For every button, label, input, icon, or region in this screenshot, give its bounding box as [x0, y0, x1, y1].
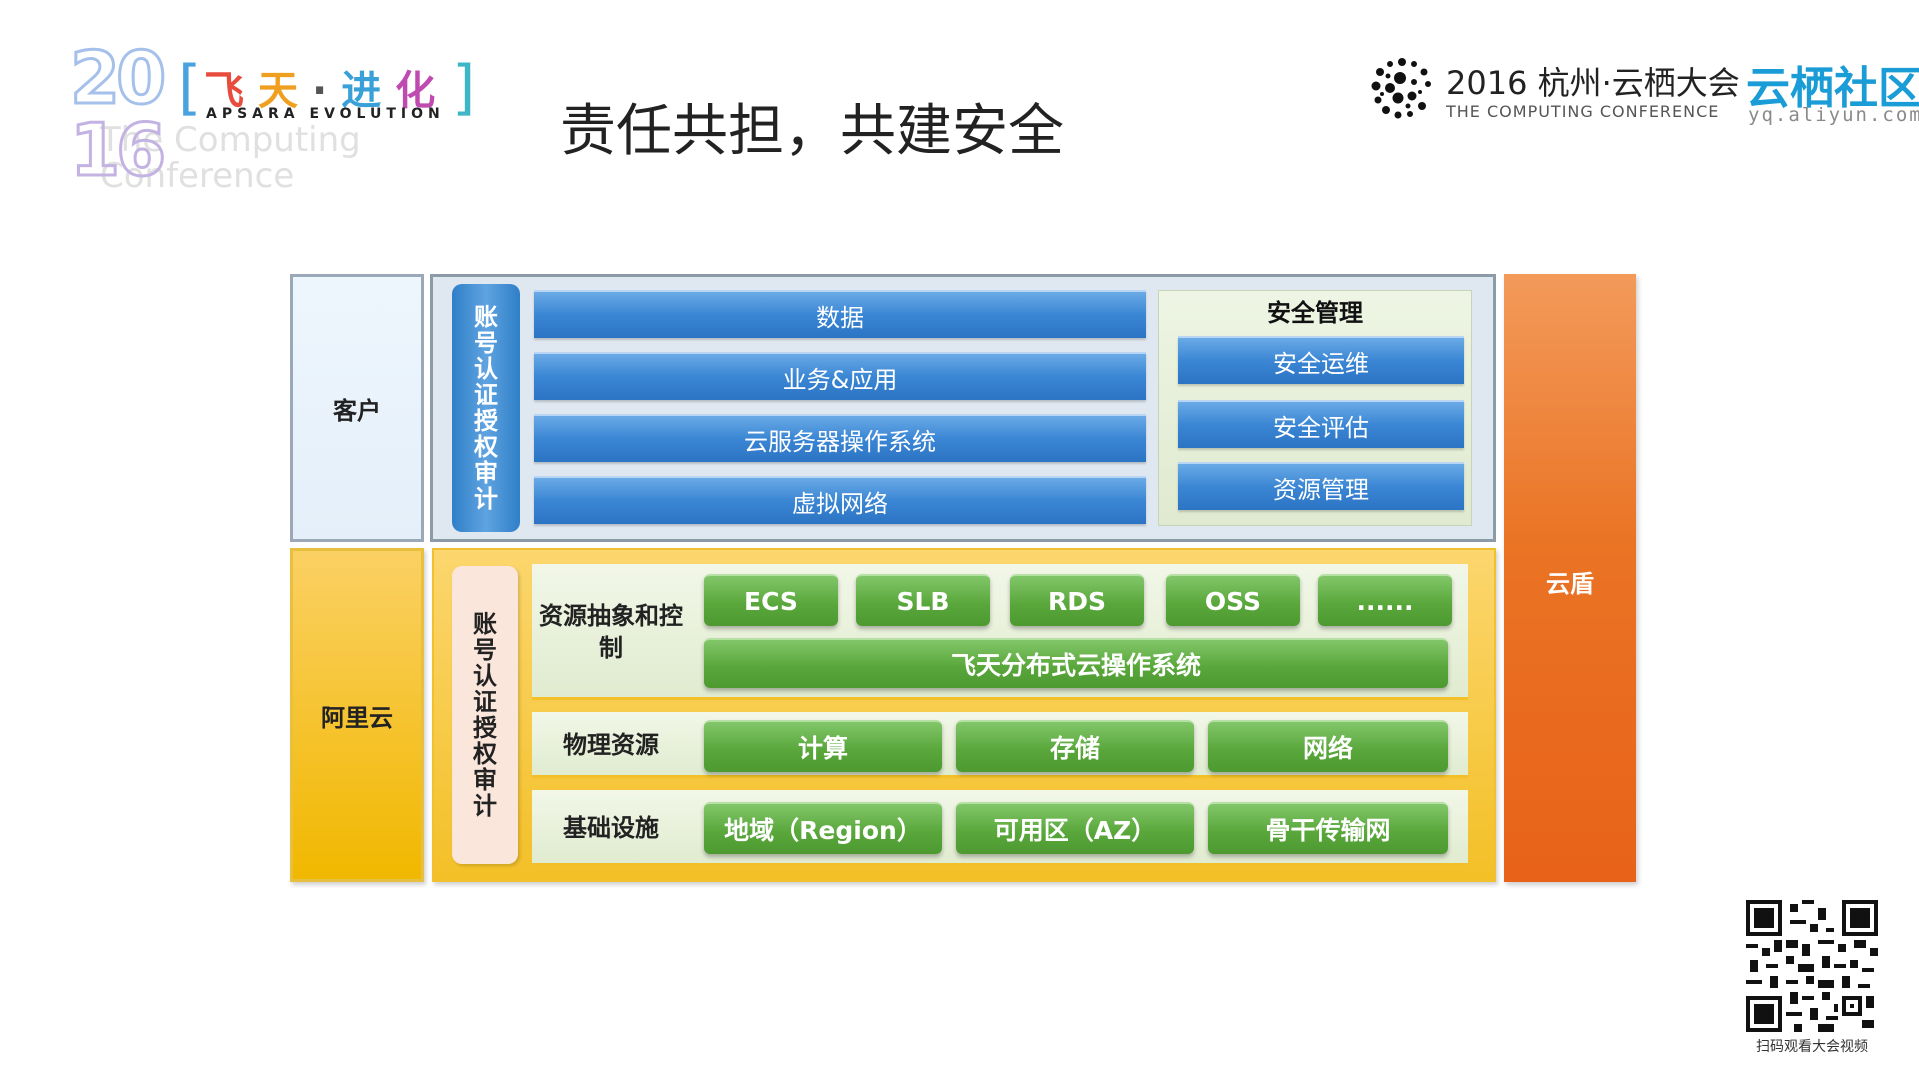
logo-title-char: 飞 — [204, 68, 258, 114]
customer-layer-data: 数据 — [534, 290, 1146, 338]
auth-char: 计 — [473, 792, 497, 820]
auth-char: 证 — [474, 381, 498, 409]
dots-logo-icon — [1371, 58, 1431, 119]
aliyun-box: 阿里云 — [290, 548, 424, 882]
conference-english-name: THE COMPUTING CONFERENCE — [1446, 102, 1720, 121]
auth-char: 权 — [474, 433, 498, 461]
auth-char: 账 — [474, 303, 498, 331]
security-item-resources: 资源管理 — [1178, 462, 1464, 510]
infra-region: 地域（Region） — [704, 802, 942, 854]
security-item-assessment: 安全评估 — [1178, 400, 1464, 448]
auth-char: 认 — [473, 662, 497, 690]
service-ecs: ECS — [704, 574, 838, 626]
infra-availability-zone: 可用区（AZ） — [956, 802, 1194, 854]
logo-title-char: · — [312, 68, 342, 114]
event-logo: The Computing Conference 20 16 [ 飞天·进化 ]… — [68, 36, 490, 200]
logo-ghost-text-2: Conference — [100, 156, 295, 196]
conference-logo: 2016 杭州·云栖大会 THE COMPUTING CONFERENCE 云栖… — [1370, 52, 1919, 132]
auth-char: 审 — [473, 766, 497, 794]
auth-char: 授 — [473, 714, 497, 742]
page-title: 责任共担，共建安全 — [560, 99, 1064, 164]
qr-code-icon — [1746, 900, 1878, 1032]
qr-caption: 扫码观看大会视频 — [1756, 1039, 1868, 1055]
auth-char: 计 — [474, 485, 498, 513]
auth-char: 号 — [473, 636, 497, 664]
security-item-ops: 安全运维 — [1178, 336, 1464, 384]
logo-bracket-left: [ — [178, 53, 202, 123]
logo-title-char: 进 — [341, 68, 396, 114]
service-rds: RDS — [1010, 574, 1144, 626]
logo-title-char: 化 — [395, 68, 450, 114]
infrastructure-label: 基础设施 — [563, 814, 659, 842]
conference-name: 2016 杭州·云栖大会 — [1446, 64, 1740, 102]
infra-backbone: 骨干传输网 — [1208, 802, 1448, 854]
auth-char: 证 — [473, 688, 497, 716]
logo-year-bottom: 16 — [68, 108, 167, 192]
aliyun-label: 阿里云 — [321, 703, 393, 732]
resource-abstraction-label: 资源抽象和控制 — [539, 602, 683, 662]
physical-network: 网络 — [1208, 720, 1448, 772]
brand-url: yq.aliyun.com — [1748, 104, 1919, 126]
customer-layer-network: 虚拟网络 — [534, 476, 1146, 524]
customer-label: 客户 — [333, 396, 381, 425]
aliyun-auth-audit-column: 账 号 认 证 授 权 审 计 — [452, 566, 518, 864]
apsara-os-bar: 飞天分布式云操作系统 — [704, 638, 1448, 688]
auth-char: 账 — [473, 610, 497, 638]
customer-layer-apps: 业务&应用 — [534, 352, 1146, 400]
logo-bracket-right: ] — [452, 53, 476, 123]
customer-layer-os: 云服务器操作系统 — [534, 414, 1146, 462]
logo-title: 飞天·进化 — [204, 58, 449, 116]
logo-ghost-text-1: The Computing — [100, 120, 361, 160]
physical-compute: 计算 — [704, 720, 942, 772]
security-management-title: 安全管理 — [1267, 299, 1363, 327]
service-oss: OSS — [1166, 574, 1300, 626]
service-more: ...... — [1318, 574, 1452, 626]
auth-char: 审 — [474, 459, 498, 487]
physical-resources-label: 物理资源 — [563, 731, 659, 759]
service-slb: SLB — [856, 574, 990, 626]
auth-char: 号 — [474, 329, 498, 357]
customer-auth-audit-column: 账 号 认 证 授 权 审 计 — [452, 284, 520, 532]
customer-box: 客户 — [290, 274, 424, 542]
brand-name: 云栖社区 — [1746, 63, 1919, 114]
auth-char: 授 — [474, 407, 498, 435]
logo-subtitle: APSARA EVOLUTION — [206, 106, 445, 122]
auth-char: 认 — [474, 355, 498, 383]
physical-storage: 存储 — [956, 720, 1194, 772]
logo-title-char: 天 — [258, 68, 312, 114]
auth-char: 权 — [473, 740, 497, 768]
cloud-shield-label: 云盾 — [1546, 570, 1594, 598]
cloud-shield-column: 云盾 — [1504, 274, 1636, 882]
logo-year-top: 20 — [68, 36, 167, 120]
